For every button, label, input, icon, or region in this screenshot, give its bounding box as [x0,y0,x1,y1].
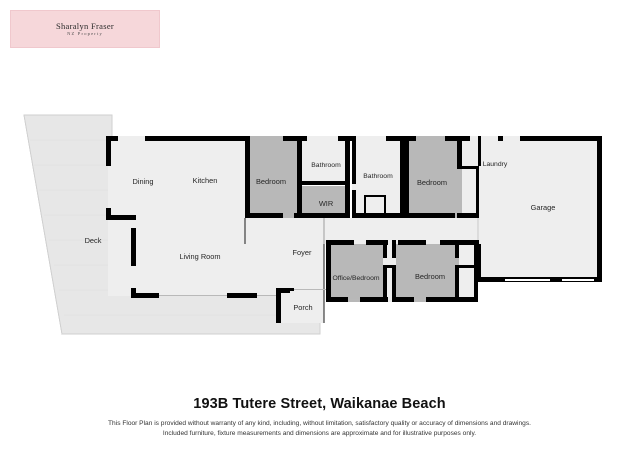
room-label-bedroom-2: Bedroom [417,178,447,187]
room-label-kitchen: Kitchen [193,176,218,185]
disclaimer-line-1: This Floor Plan is provided without warr… [108,420,531,427]
room-label-laundry: Laundry [483,161,508,168]
footer: 193B Tutere Street, Waikanae Beach This … [0,396,639,439]
room-label-bedroom-3: Bedroom [415,272,445,281]
property-address: 193B Tutere Street, Waikanae Beach [193,396,446,412]
agency-logo: Sharalyn Fraser NZ Property [10,10,160,48]
room-label-dining: Dining [133,177,154,186]
room-label-bathroom-2: Bathroom [363,173,393,180]
walls [106,136,602,323]
room-label-living-room: Living Room [179,252,220,261]
room-label-bedroom-1: Bedroom [256,177,286,186]
floor-plan-drawing: Dining Kitchen Bedroom Bathroom WIR Bath… [23,114,602,335]
room-label-bathroom-1: Bathroom [311,162,341,169]
room-label-office-bedroom: Office/Bedroom [332,275,379,282]
agency-name: Sharalyn Fraser [55,20,115,31]
room-label-wir: WIR [319,199,333,208]
room-label-deck: Deck [85,236,102,245]
deck-area [23,114,321,335]
room-label-porch: Porch [293,303,312,312]
room-label-foyer: Foyer [293,248,312,257]
room-fills [108,136,602,323]
room-labels: Dining Kitchen Bedroom Bathroom WIR Bath… [85,161,556,312]
inner-wall-thin-grey [323,218,479,244]
room-label-garage: Garage [531,203,556,212]
agency-tagline: NZ Property [67,31,103,36]
disclaimer-line-2: Included furniture, fixture measurements… [162,430,477,438]
